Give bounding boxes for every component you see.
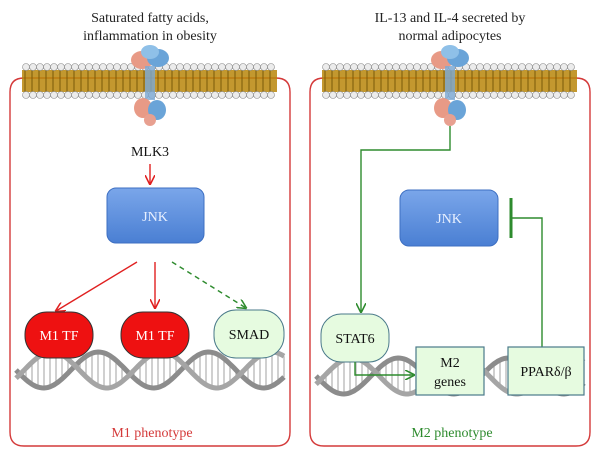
m1-phenotype-label: M1 phenotype [111,426,192,441]
right-receptor-icon [431,45,469,126]
stat6-label: STAT6 [335,332,374,347]
left-cell-boundary [9,77,291,447]
m2-phenotype-label: M2 phenotype [411,426,492,441]
m2-genes-box [415,346,485,396]
m1-tf-1-label: M1 TF [39,329,78,344]
ppar-box [507,346,585,396]
m1-tf-2-label: M1 TF [135,329,174,344]
right-cell-boundary [309,77,591,447]
mlk3-label: MLK3 [131,145,169,160]
smad-label: SMAD [229,328,269,343]
stat6-to-m2-genes-arrow [354,362,414,375]
left-title-line2: inflammation in obesity [83,29,217,44]
jnk-to-smad-dashed-arrow [171,261,246,308]
left-jnk-label: JNK [142,210,168,225]
ppar-label: PPARδ/β [520,365,571,380]
smad-node [213,309,285,359]
right-jnk-box [399,189,499,247]
ppar-inhibits-jnk-line [511,217,543,347]
m2-genes-label-line1: M2 [440,356,459,371]
right-title-line1: IL-13 and IL-4 secreted by [375,11,526,26]
right-title-line2: normal adipocytes [398,29,501,44]
right-jnk-label: JNK [436,212,462,227]
left-panel: Saturated fatty acids, inflammation in o… [9,11,291,447]
left-receptor-icon [131,45,169,126]
m2-genes-label-line2: genes [434,375,466,390]
jnk-to-m1tf1-arrow [56,261,138,311]
receptor-to-stat6-arrow [361,126,451,312]
m1-tf-1 [24,311,94,359]
left-title-line1: Saturated fatty acids, [91,11,209,26]
right-panel: IL-13 and IL-4 secreted by normal adipoc… [309,11,591,447]
m1-tf-2 [120,311,190,359]
left-jnk-box [106,187,205,244]
